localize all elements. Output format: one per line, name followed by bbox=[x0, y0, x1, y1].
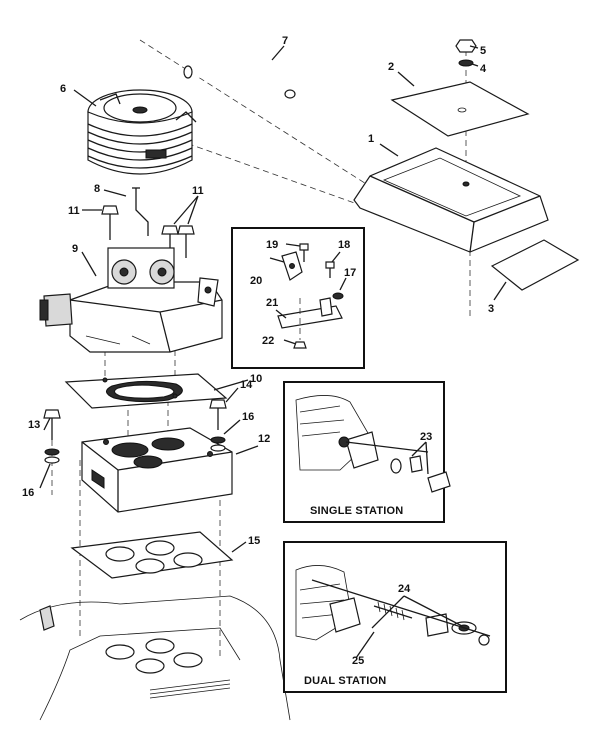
top-plate-part bbox=[390, 81, 530, 137]
callout-14: 13 bbox=[28, 419, 40, 431]
intake-manifold bbox=[19, 595, 291, 721]
vent-hose-part bbox=[183, 59, 296, 99]
gasket-part-13 bbox=[70, 531, 234, 579]
callout-24: 24 bbox=[398, 583, 411, 595]
caption-single-station: SINGLE STATION bbox=[310, 505, 403, 517]
washer-16-right bbox=[210, 436, 226, 444]
callout-11-right: 11 bbox=[192, 185, 204, 197]
callout-10: 10 bbox=[250, 373, 262, 385]
callout-17: 21 bbox=[266, 297, 278, 309]
callout-1: 1 bbox=[368, 133, 374, 145]
linkage-parts bbox=[277, 243, 344, 349]
callout-16-left: 16 bbox=[22, 487, 34, 499]
washer-16-left bbox=[44, 448, 60, 456]
callout-12: 12 bbox=[258, 433, 270, 445]
carburetor-part bbox=[39, 247, 223, 353]
callout-9: 9 bbox=[72, 243, 78, 255]
spacer-block-part bbox=[81, 427, 233, 513]
callout-16-right: 16 bbox=[242, 411, 254, 423]
stud-part bbox=[132, 187, 149, 236]
callout-2: 2 bbox=[388, 61, 394, 73]
cover-part bbox=[353, 147, 549, 253]
bolt-14 bbox=[43, 409, 61, 419]
callout-11-left: 11 bbox=[68, 205, 80, 217]
callout-7: 7 bbox=[282, 35, 288, 47]
decal-part bbox=[490, 239, 580, 291]
callout-5: 5 bbox=[480, 45, 486, 57]
dash-line-cover-mid bbox=[149, 129, 361, 206]
callout-25: 25 bbox=[352, 655, 364, 667]
callout-23: 23 bbox=[420, 431, 432, 443]
callout-13: 15 bbox=[248, 535, 260, 547]
callout-15: 14 bbox=[240, 379, 253, 391]
callout-8: 8 bbox=[94, 183, 100, 195]
dual-station-parts bbox=[295, 565, 491, 646]
single-station-parts bbox=[295, 395, 451, 493]
screws-11 bbox=[101, 205, 195, 258]
washer-part bbox=[458, 59, 474, 67]
callout-22: 22 bbox=[262, 335, 274, 347]
cover-assembly bbox=[353, 39, 580, 291]
callout-4: 4 bbox=[480, 63, 487, 75]
bolts-washers bbox=[43, 399, 227, 464]
caption-dual-station: DUAL STATION bbox=[304, 675, 386, 687]
callout-18: 18 bbox=[338, 239, 350, 251]
callout-19: 17 bbox=[344, 267, 356, 279]
callout-3: 3 bbox=[488, 303, 494, 315]
callout-20: 20 bbox=[250, 275, 262, 287]
gasket-part-10 bbox=[64, 373, 228, 409]
nut-part bbox=[455, 39, 477, 53]
callout-21: 19 bbox=[266, 239, 278, 251]
flame-arrestor-part bbox=[87, 89, 197, 175]
bolt-15 bbox=[209, 399, 227, 409]
callout-arrows bbox=[39, 45, 507, 659]
callout-6: 6 bbox=[60, 83, 66, 95]
inset-box-dual-station bbox=[283, 541, 507, 693]
